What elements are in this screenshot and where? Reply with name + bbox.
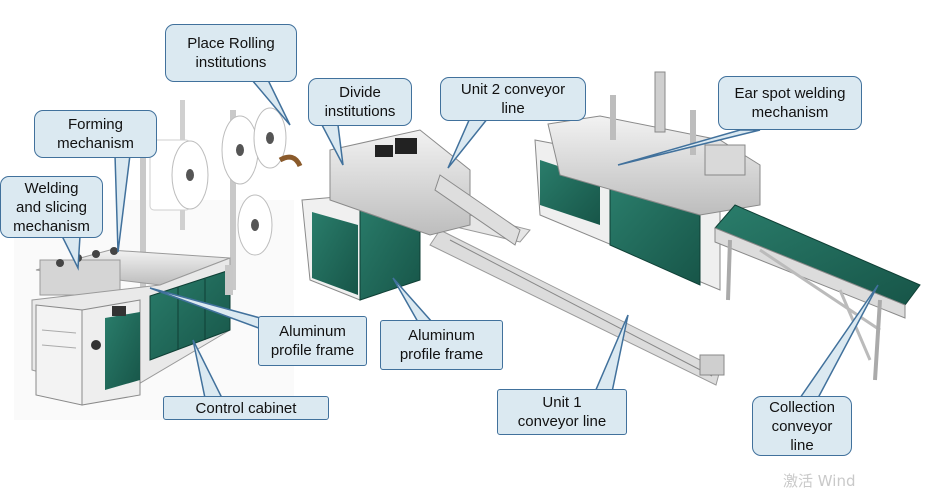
label-unit1-conveyor-line: Unit 1 conveyor line [497, 389, 627, 435]
watermark-text: 激活 Wind [783, 472, 856, 490]
forming-machine [14, 100, 303, 420]
label-aluminum-profile-frame-middle: Aluminum profile frame [380, 320, 503, 370]
callout-tails [60, 79, 879, 399]
label-control-cabinet: Control cabinet [163, 396, 329, 420]
control-cabinet-body [35, 299, 141, 406]
label-aluminum-profile-frame-left: Aluminum profile frame [258, 316, 367, 366]
label-forming-mechanism: Forming mechanism [34, 110, 157, 158]
label-place-rolling-institutions: Place Rolling institutions [165, 24, 297, 82]
label-collection-conveyor-line: Collection conveyor line [752, 396, 852, 456]
label-welding-slicing-mechanism: Welding and slicing mechanism [0, 176, 103, 238]
material-rolls [149, 107, 303, 256]
label-unit2-conveyor-line: Unit 2 conveyor line [440, 77, 586, 121]
divide-machine [301, 129, 725, 386]
label-ear-spot-welding-mechanism: Ear spot welding mechanism [718, 76, 862, 130]
label-divide-institutions: Divide institutions [308, 78, 412, 126]
